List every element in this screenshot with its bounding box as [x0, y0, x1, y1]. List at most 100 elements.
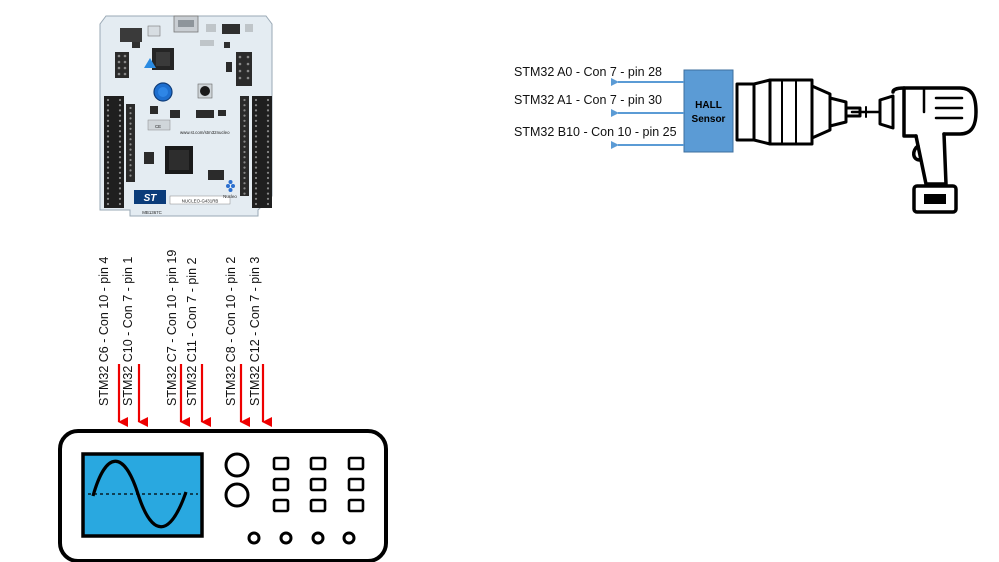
- header-pin: [118, 171, 122, 174]
- header-pin: [243, 135, 246, 138]
- header-pin: [118, 124, 122, 128]
- morpho-header-right: [252, 96, 272, 208]
- header-pin: [266, 187, 270, 190]
- scope-port: [311, 531, 325, 545]
- header-pin: [254, 140, 258, 143]
- header-pin: [118, 202, 122, 206]
- header-pin: [243, 192, 246, 195]
- scope-knob: [224, 482, 250, 508]
- reset-button: [200, 86, 210, 96]
- header-pin: [118, 192, 122, 195]
- header-pin: [243, 130, 246, 133]
- hall-signal-labels: STM32 A0 - Con 7 - pin 28 STM32 A1 - Con…: [514, 65, 677, 139]
- header-pin: [254, 109, 258, 112]
- header-pin: [243, 119, 246, 122]
- header-pin: [118, 130, 122, 133]
- header-pin: [118, 182, 122, 185]
- header-pin: [118, 161, 122, 164]
- header-pin: [266, 98, 270, 102]
- header-pin: [266, 104, 270, 107]
- header-pin: [243, 156, 246, 159]
- scope-port: [342, 531, 356, 545]
- header-pin: [118, 150, 122, 154]
- header-pin: [243, 161, 246, 164]
- header-pin: [118, 135, 122, 138]
- header-pin: [266, 156, 270, 159]
- header-pin: [106, 176, 110, 180]
- header-pin: [129, 127, 132, 130]
- scope-button: [272, 498, 290, 513]
- header-pin: [118, 187, 122, 190]
- header-pins: [106, 98, 270, 206]
- hall-signal-label: STM32 A1 - Con 7 - pin 30: [514, 93, 662, 107]
- header-pin: [254, 161, 258, 164]
- header-pin: [129, 117, 132, 120]
- scope-signal-label: STM32 C6 - Con 10 - pin 4: [97, 257, 111, 406]
- header-pin: [243, 114, 246, 117]
- header-pin: [243, 124, 246, 128]
- header-pin: [266, 124, 270, 128]
- header-pin: [118, 114, 122, 117]
- header-pin: [254, 187, 258, 190]
- header-pin: [243, 98, 246, 102]
- header-pin: [106, 161, 110, 164]
- scope-signal-arrows: [117, 364, 272, 427]
- hall-signal-label: STM32 B10 - Con 10 - pin 25: [514, 125, 677, 139]
- header-pin: [254, 130, 258, 133]
- header-pin: [243, 109, 246, 112]
- header-pin: [106, 197, 110, 200]
- header-pin: [129, 106, 132, 110]
- nucleo-logo-icon: [226, 180, 235, 192]
- nucleo-board-image: CE ST NUCLEO-G431RB MB1367C www.st.com/s…: [99, 15, 273, 217]
- header-pin: [106, 135, 110, 138]
- header-pin: [106, 109, 110, 112]
- board-url-label: www.st.com/stm32nucleo: [180, 130, 230, 135]
- header-pin: [106, 202, 110, 206]
- header-pin: [118, 176, 122, 180]
- svg-text:CE: CE: [155, 124, 161, 129]
- header-pin: [129, 112, 132, 115]
- header-pin: [129, 122, 132, 125]
- scope-button: [272, 456, 290, 471]
- header-pin: [118, 166, 122, 169]
- header-pin: [254, 197, 258, 200]
- header-pin: [266, 176, 270, 180]
- scope-port: [247, 531, 261, 545]
- scope-button: [309, 498, 327, 513]
- hall-sensor-label-line2: Sensor: [692, 114, 726, 125]
- st-logo-text: ST: [144, 193, 158, 204]
- header-pin: [266, 109, 270, 112]
- oscilloscope-icon: [58, 429, 388, 562]
- board-id-label: MB1367C: [142, 210, 162, 215]
- header-pin: [243, 166, 246, 169]
- header-pin: [266, 182, 270, 185]
- scope-signal-labels: STM32 C6 - Con 10 - pin 4 STM32 C10 - Co…: [97, 250, 262, 406]
- scope-ports: [247, 531, 356, 545]
- header-pin: [243, 104, 246, 107]
- header-pin: [129, 143, 132, 146]
- header-pin: [254, 202, 258, 206]
- sine-wave: [91, 459, 188, 529]
- header-pin: [129, 148, 132, 151]
- header-pin: [266, 192, 270, 195]
- header-pin: [254, 98, 258, 102]
- header-pin: [243, 176, 246, 180]
- hall-signal-arrows: [611, 78, 684, 149]
- oscilloscope-screen: [81, 452, 204, 538]
- header-pin: [106, 119, 110, 122]
- header-pin: [129, 174, 132, 177]
- header-pin: [266, 150, 270, 154]
- header-pin: [266, 171, 270, 174]
- header-pin: [106, 171, 110, 174]
- header-pin: [254, 150, 258, 154]
- header-pin: [254, 171, 258, 174]
- scope-signal-label: STM32 C10 - Con 7 - pin 1: [121, 257, 135, 406]
- header-pin: [118, 145, 122, 148]
- scope-button: [347, 477, 365, 492]
- motor-icon: [735, 78, 862, 146]
- header-pin: [254, 114, 258, 117]
- header-pin: [106, 114, 110, 117]
- header-pin: [106, 130, 110, 133]
- scope-signal-label: STM32 C7 - Con 10 - pin 19: [165, 250, 179, 406]
- header-pin: [243, 187, 246, 190]
